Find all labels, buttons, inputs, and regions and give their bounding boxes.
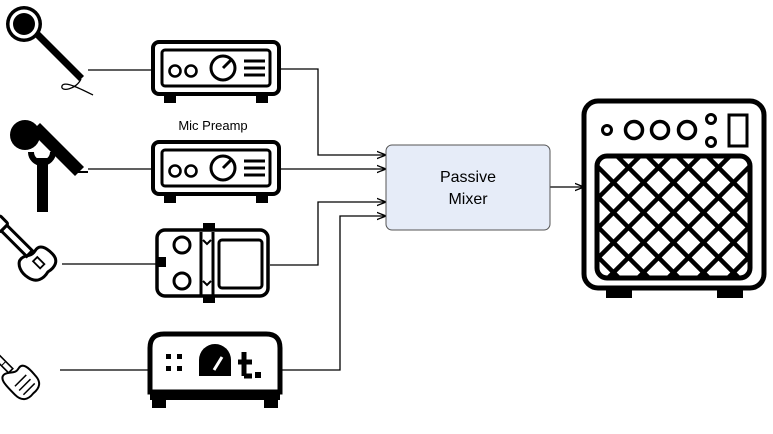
electric-guitar-icon (0, 214, 58, 282)
bass-di-box-icon (147, 331, 283, 408)
guitar-amplifier-icon (581, 98, 767, 298)
mixer-label-line2: Mixer (448, 191, 488, 208)
microphone-handheld-icon (6, 6, 94, 96)
connections (60, 68, 583, 371)
mic-preamp-unit-icon (151, 40, 281, 103)
wire-di-to-mixer (282, 216, 385, 371)
mixer-label-line1: Passive (440, 169, 496, 186)
preamp-label: Mic Preamp (178, 118, 247, 133)
effects-pedal-icon (155, 223, 270, 303)
passive-mixer-box (385, 144, 551, 231)
passive-mixer-block: Passive Mixer (385, 144, 551, 231)
microphone-on-stand-icon (10, 120, 88, 212)
wire-preamp1-to-mixer (280, 68, 385, 155)
bass-guitar-icon (0, 332, 41, 401)
mic-preamp-unit-icon (151, 140, 281, 203)
wire-pedal-to-mixer (270, 202, 385, 266)
